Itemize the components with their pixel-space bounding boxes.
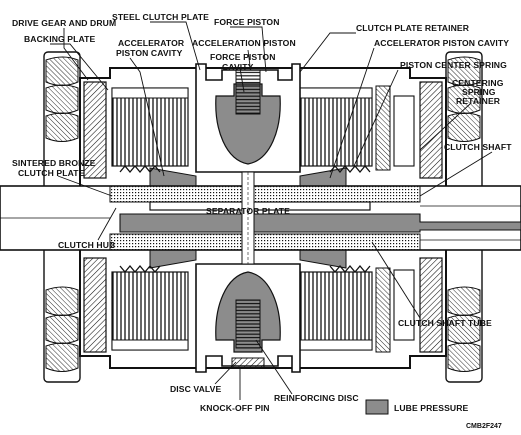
label-accelerator-piston-cavity-left-2: PISTON CAVITY — [116, 48, 183, 58]
label-disc-valve: DISC VALVE — [170, 384, 221, 394]
clutch-stack-lower-right — [295, 271, 373, 351]
accelerator-piston-cavities — [149, 167, 347, 269]
label-drive-gear-and-drum: DRIVE GEAR AND DRUM — [12, 18, 116, 28]
drive-gear-teeth — [43, 51, 483, 383]
label-centering-spring-retainer-3: RETAINER — [456, 96, 501, 106]
clutch-shaft — [0, 171, 521, 265]
clutch-plate-stacks — [111, 85, 415, 353]
label-acceleration-piston: ACCELERATION PISTON — [192, 38, 296, 48]
label-sintered-bronze-2: CLUTCH PLATE — [18, 168, 85, 178]
clutch-stack-upper-right — [295, 87, 373, 167]
clutch-stack-lower-left — [111, 271, 189, 351]
separator-plate — [149, 201, 371, 211]
label-sintered-bronze-1: SINTERED BRONZE — [12, 158, 96, 168]
leader-lines — [50, 21, 493, 400]
label-centering-spring-retainer-2: SPRING — [462, 87, 496, 97]
label-clutch-hub: CLUTCH HUB — [58, 240, 115, 250]
legend-lube-pressure: LUBE PRESSURE — [394, 403, 469, 413]
label-force-piston: FORCE PISTON — [214, 17, 280, 27]
force-piston-cavity-upper — [215, 83, 281, 165]
label-steel-clutch-plate: STEEL CLUTCH PLATE — [112, 12, 209, 22]
clutch-stack-upper-left — [111, 87, 189, 167]
label-clutch-plate-retainer: CLUTCH PLATE RETAINER — [356, 23, 470, 33]
part-labels: DRIVE GEAR AND DRUM STEEL CLUTCH PLATE F… — [12, 12, 512, 413]
label-clutch-shaft: CLUTCH SHAFT — [444, 142, 512, 152]
label-piston-center-spring: PISTON CENTER SPRING — [400, 60, 507, 70]
label-accelerator-piston-cavity-right: ACCELERATOR PISTON CAVITY — [374, 38, 509, 48]
force-piston — [195, 63, 301, 373]
label-knock-off-pin: KNOCK-OFF PIN — [200, 403, 270, 413]
label-force-piston-cavity-1: FORCE PISTON — [210, 52, 276, 62]
label-clutch-shaft-tube: CLUTCH SHAFT TUBE — [398, 318, 492, 328]
label-backing-plate: BACKING PLATE — [24, 34, 95, 44]
piston-springs — [119, 164, 371, 274]
figure-id: CMB2F247 — [466, 423, 502, 430]
legend: LUBE PRESSURE CMB2F247 — [365, 399, 502, 430]
right-gear — [445, 51, 483, 383]
legend-swatch-lube-pressure — [365, 399, 389, 415]
label-force-piston-cavity-2: CAVITY — [222, 62, 254, 72]
clutch-shaft-tube — [119, 213, 521, 233]
label-separator-plate: SEPARATOR PLATE — [206, 206, 290, 216]
label-accelerator-piston-cavity-left-1: ACCELERATOR — [118, 38, 185, 48]
label-reinforcing-disc: REINFORCING DISC — [274, 393, 359, 403]
label-centering-spring-retainer-1: CENTERING — [452, 78, 504, 88]
